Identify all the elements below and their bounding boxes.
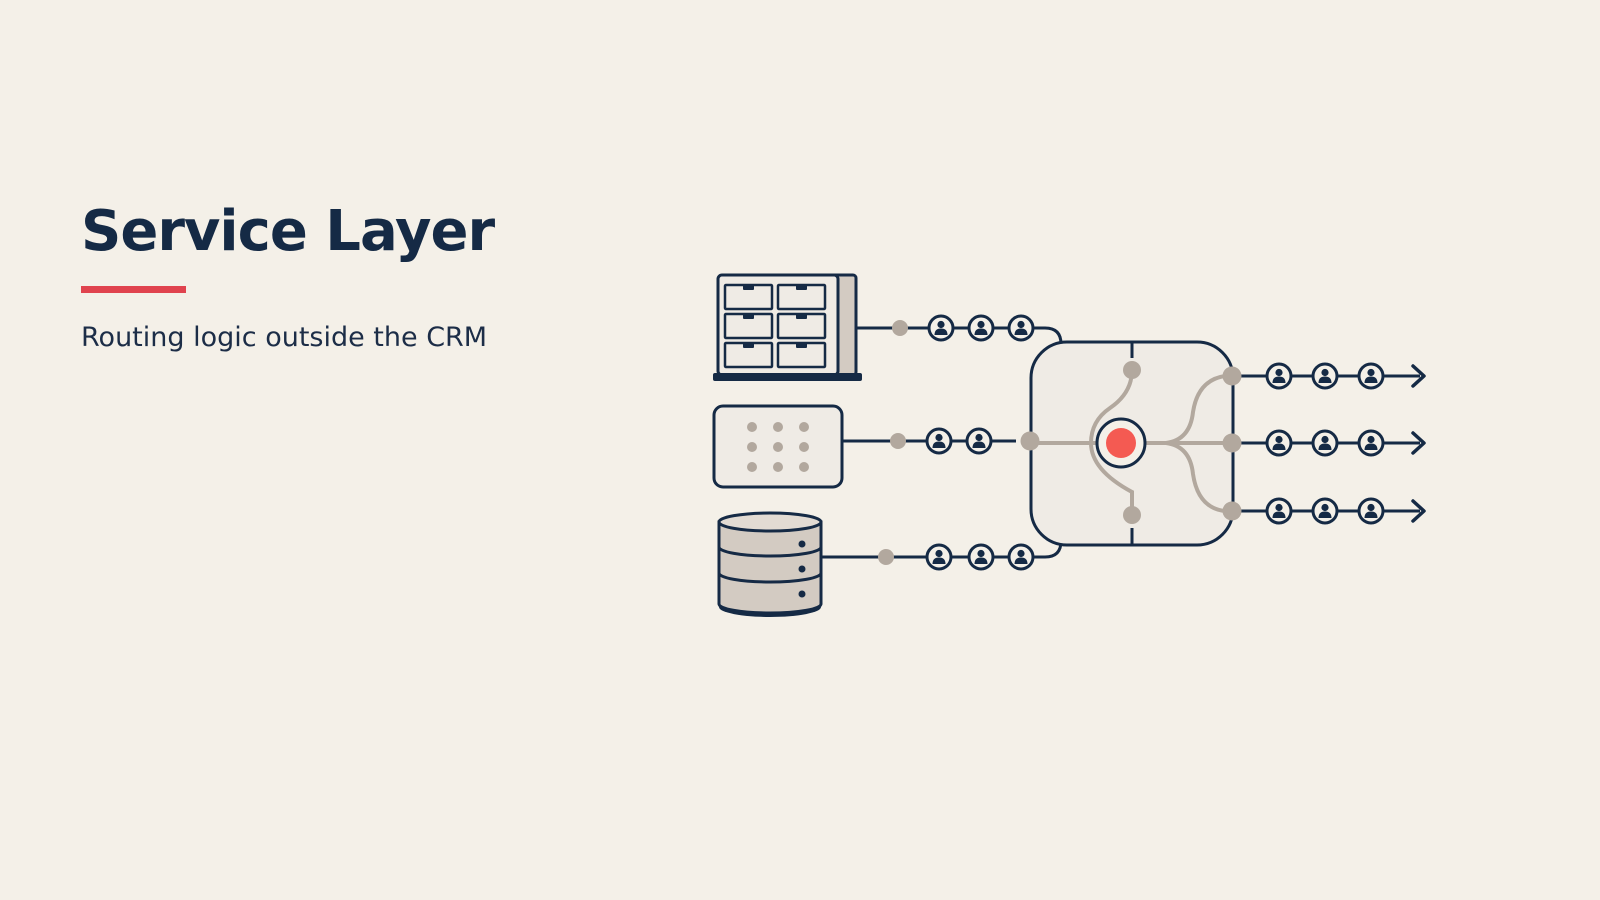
person-icon [1265, 497, 1293, 525]
person-icon [1311, 429, 1339, 457]
person-icon [1311, 362, 1339, 390]
person-icon [1311, 497, 1339, 525]
person-icon [925, 427, 953, 455]
database-icon [717, 511, 823, 617]
title-block: Service Layer Routing logic outside the … [81, 196, 495, 355]
person-icon [925, 543, 953, 571]
person-icon [927, 314, 955, 342]
person-icon [1357, 362, 1385, 390]
connector-node [890, 433, 906, 449]
line-nodes [878, 314, 1385, 571]
connector-node [892, 320, 908, 336]
person-icon [1357, 497, 1385, 525]
person-icon [1007, 543, 1035, 571]
person-icon [1265, 362, 1293, 390]
person-icon [1265, 429, 1293, 457]
arrow-right-icon [1411, 364, 1426, 523]
person-icon [965, 427, 993, 455]
person-icon [1007, 314, 1035, 342]
person-icon [1357, 429, 1385, 457]
slide-title: Service Layer [81, 199, 495, 264]
connector-top [857, 326, 1063, 345]
person-icon [967, 314, 995, 342]
filing-cabinet-icon [713, 273, 862, 381]
routing-hub-icon [1020, 340, 1242, 547]
dot-grid-panel-icon [712, 404, 844, 489]
connector-node [878, 549, 894, 565]
slide-subtitle: Routing logic outside the CRM [81, 322, 488, 353]
title-accent-bar [81, 286, 186, 293]
person-icon [967, 543, 995, 571]
